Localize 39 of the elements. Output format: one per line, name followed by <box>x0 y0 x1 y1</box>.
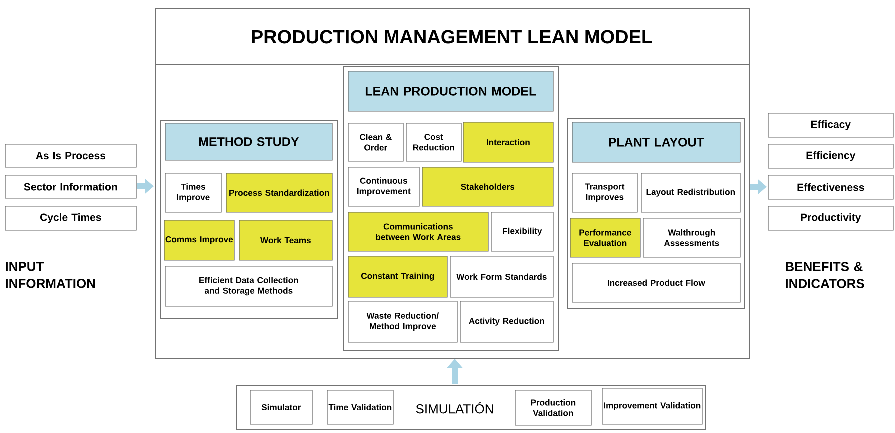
header-box: LEAN PRODUCTION MODEL <box>348 71 554 112</box>
concept-box: Clean & Order <box>348 123 404 162</box>
header-box: METHOD STUDY <box>165 123 333 161</box>
step-box: Improvement Validation <box>602 388 703 425</box>
group-label: BENEFITS & INDICATORS <box>786 262 864 288</box>
concept-box: Times Improve <box>165 173 222 213</box>
concept-box: Efficient Data Collection and Storage Methods <box>165 266 333 307</box>
step-box: Production Validation <box>515 390 592 426</box>
concept-box: Work Form Standards <box>450 256 554 298</box>
concept-box: Work Teams <box>239 220 333 261</box>
output-box: Effectiveness <box>768 175 894 200</box>
concept-box: Communications between Work Areas <box>348 212 489 252</box>
concept-box: Performance Evaluation <box>570 218 641 258</box>
output-box: Productivity <box>768 206 894 231</box>
output-box: Efficacy <box>768 113 894 138</box>
concept-box: Increased Product Flow <box>572 263 741 303</box>
concept-box: Constant Training <box>348 256 448 298</box>
heading: SIMULATIÓN <box>416 402 494 414</box>
concept-box: Stakeholders <box>422 167 554 207</box>
concept-box: Process Standardization <box>226 173 333 213</box>
concept-box: Cost Reduction <box>406 123 462 162</box>
concept-box: Continuous Improvement <box>348 167 420 207</box>
concept-box: Transport Improves <box>572 173 638 213</box>
step-box: Time Validation <box>327 390 394 425</box>
concept-box: Walthrough Assessments <box>643 218 741 258</box>
concept-box: Activity Reduction <box>460 301 554 343</box>
input-box: Cycle Times <box>5 206 137 231</box>
group-label: INPUT INFORMATION <box>6 262 96 288</box>
step-box: Simulator <box>250 390 313 425</box>
input-box: As Is Process <box>5 144 137 168</box>
title: PRODUCTION MANAGEMENT LEAN MODEL <box>252 30 652 44</box>
concept-box: Layout Redistribution <box>641 173 741 213</box>
input-box: Sector Information <box>5 175 137 199</box>
concept-box: Waste Reduction/ Method Improve <box>348 301 458 343</box>
concept-box: Interaction <box>463 122 554 163</box>
concept-box: Comms Improve <box>164 220 235 261</box>
concept-box: Flexibility <box>491 212 554 252</box>
output-box: Efficiency <box>768 144 894 169</box>
header-box: PLANT LAYOUT <box>572 122 741 163</box>
